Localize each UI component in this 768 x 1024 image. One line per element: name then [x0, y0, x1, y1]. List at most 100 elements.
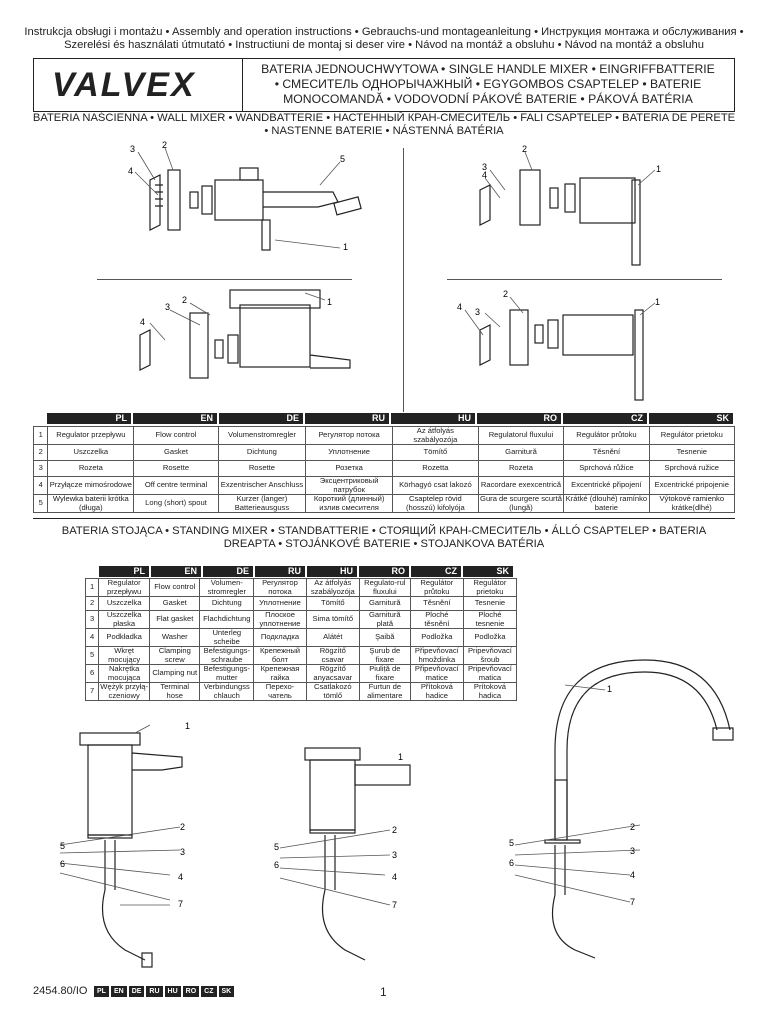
callout-3: 3	[630, 846, 635, 856]
table-cell-en: Gasket	[133, 444, 219, 461]
table-cell-ro: Regulato-rul fluxului	[358, 578, 411, 597]
table-cell-ru: Регулятор потока	[253, 578, 307, 597]
callout-4: 4	[457, 302, 462, 312]
callout-4: 4	[482, 170, 487, 180]
language-chip-ru: RU	[146, 986, 163, 997]
table-cell-ro: Garnitură plată	[358, 610, 411, 629]
callout-1: 1	[327, 297, 332, 307]
table-cell-hu: Körhagyó csat lakozó	[392, 476, 479, 495]
table-cell-pl: Podkładka	[98, 628, 151, 647]
diagram-divider-vertical	[403, 148, 404, 412]
table-cell-de: Kurzer (langer) Batterieausguss	[217, 494, 307, 513]
language-label-de: DE	[219, 413, 303, 424]
table-cell-sk: Tesnenie	[462, 596, 518, 611]
callout-1: 1	[607, 684, 612, 694]
table-cell-en: Flat gasket	[149, 610, 201, 629]
table-cell-ru: Подкладка	[253, 628, 307, 647]
standing-heading-line: BATERIA STOJĄCA • STANDING MIXER • STAND…	[61, 525, 707, 537]
table-cell-pl: Nakrętka mocująca	[98, 664, 151, 683]
table-cell-en: Flow control	[149, 578, 201, 597]
table-cell-cz: Sprchová růžice	[563, 460, 650, 477]
row-number: 5	[84, 646, 100, 665]
table-cell-cz: Regulátor průtoku	[563, 426, 650, 445]
callout-4: 4	[140, 317, 145, 327]
document-title: BATERIA JEDNOUCHWYTOWA • SINGLE HANDLE M…	[244, 62, 732, 107]
callout-3: 3	[130, 144, 135, 154]
table-cell-de: Befestigungs-mutter	[199, 664, 255, 683]
row-number: 1	[84, 578, 100, 597]
language-label-hu: HU	[391, 413, 475, 424]
table-cell-en: Flow control	[133, 426, 219, 445]
table-cell-en: Off centre terminal	[133, 476, 219, 495]
wall-mixer-heading: BATERIA NAŚCIENNA • WALL MIXER • WANDBAT…	[0, 112, 768, 138]
language-chip-ro: RO	[182, 986, 200, 997]
callout-4: 4	[128, 166, 133, 176]
document-code: 2454.80/IO	[33, 985, 88, 997]
table-cell-cz: Excentrické připojení	[563, 476, 650, 495]
table-cell-de: Verbindungss chlauch	[199, 682, 255, 701]
table-cell-en: Clamping screw	[149, 646, 201, 665]
table-cell-hu: Rozetta	[392, 460, 479, 477]
table-cell-pl: Regulator przepływu	[47, 426, 135, 445]
callout-5: 5	[509, 838, 514, 848]
callout-5: 5	[274, 842, 279, 852]
language-chip-cz: CZ	[201, 986, 217, 997]
callout-1: 1	[656, 164, 661, 174]
standing-mixer-diagram-bidet: 1 2 3 4 5 6 7	[274, 747, 411, 961]
callout-3: 3	[482, 162, 487, 172]
table-cell-ro: Şurub de fixare	[358, 646, 411, 665]
callout-1: 1	[343, 242, 348, 252]
table-cell-ro: Gura de scurgere scurtă (lungă)	[477, 494, 565, 513]
table-cell-ro: Garnitură	[477, 444, 565, 461]
language-label-en: EN	[133, 413, 217, 424]
language-label-cz: CZ	[411, 566, 461, 577]
callout-2: 2	[522, 144, 527, 154]
language-label-ru: RU	[255, 566, 305, 577]
valvex-logo-icon: VALVEX	[52, 66, 194, 102]
callout-7: 7	[630, 897, 635, 907]
table-cell-ru: Крепежная гайка	[253, 664, 307, 683]
callout-5: 5	[340, 154, 345, 164]
table-cell-de: Rosette	[217, 460, 307, 477]
row-number: 3	[84, 610, 100, 629]
wall-mixer-diagram-no-spout: 4 3 2 1	[479, 144, 661, 266]
row-number: 4	[32, 476, 49, 495]
table-cell-hu: Tömítő	[392, 444, 479, 461]
row-number: 3	[32, 460, 49, 477]
language-chip-en: EN	[110, 986, 127, 997]
table-cell-de: Flachdichtung	[199, 610, 255, 629]
table-cell-ru: Плоское уплотнение	[253, 610, 307, 629]
table-cell-ru: Крепежный болт	[253, 646, 307, 665]
table-cell-pl: Uszczelka płaska	[98, 610, 151, 629]
table-cell-cz: Ploché těsnění	[409, 610, 464, 629]
language-chip-hu: HU	[164, 986, 181, 997]
table-cell-de: Exzentrischer Anschluss	[217, 476, 307, 495]
language-label-ro: RO	[477, 413, 561, 424]
row-number: 2	[32, 444, 49, 461]
table-cell-cz: Regulátor průtoku	[409, 578, 464, 597]
callout-4: 4	[630, 870, 635, 880]
table-cell-ru: Уплотнение	[305, 444, 394, 461]
wall-heading-line: BATERIA NAŚCIENNA • WALL MIXER • WANDBAT…	[32, 112, 736, 124]
table-cell-en: Terminal hose	[149, 682, 201, 701]
language-chip-de: DE	[128, 986, 145, 997]
language-label-ru: RU	[305, 413, 389, 424]
language-label-ro: RO	[359, 566, 409, 577]
table-cell-cz: Podložka	[409, 628, 464, 647]
callout-4: 4	[178, 872, 183, 882]
table-cell-pl: Wkręt mocujący	[98, 646, 151, 665]
callout-4: 4	[392, 872, 397, 882]
table-cell-ru: Перехо-чатель	[253, 682, 307, 701]
language-label-cz: CZ	[563, 413, 647, 424]
table-cell-pl: Wężyk przyłą-czeniowy	[98, 682, 151, 701]
table-cell-cz: Přítoková hadice	[409, 682, 464, 701]
callout-1: 1	[398, 752, 403, 762]
